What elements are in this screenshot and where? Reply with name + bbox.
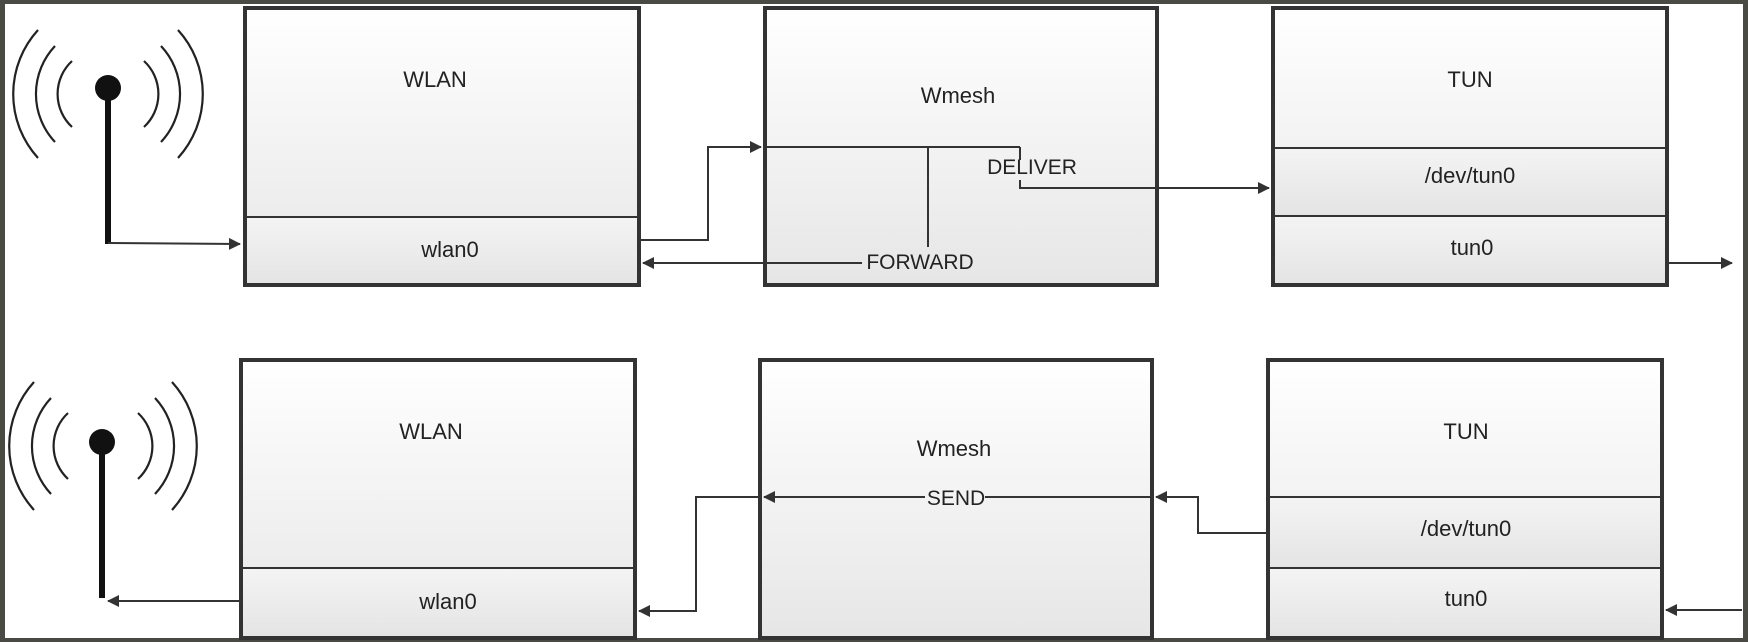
tun0-cell (1268, 568, 1662, 638)
wlan-box: WLAN wlan0 (239, 358, 637, 640)
wlan-box: WLAN wlan0 (243, 6, 641, 287)
antenna-to-wlan0-arrow (107, 237, 241, 250)
dev-tun0-label: /dev/tun0 (1421, 516, 1512, 541)
wmesh-title: Wmesh (921, 83, 996, 108)
wlan0-label: wlan0 (420, 237, 478, 262)
wmesh-title: Wmesh (917, 436, 992, 461)
tun-box: TUN /dev/tun0 tun0 (1271, 6, 1669, 287)
tun-to-wmesh-arrow (1155, 491, 1268, 534)
send-label: SEND (927, 487, 985, 510)
dev-tun0-label: /dev/tun0 (1425, 163, 1516, 188)
dev-tun0-cell (1273, 148, 1667, 216)
tun-title: TUN (1443, 419, 1488, 444)
forward-label: FORWARD (866, 251, 973, 274)
wmesh-to-wlan0-arrow (638, 496, 760, 617)
wlan0-cell (245, 217, 639, 285)
wlan0-cell (241, 568, 635, 638)
tun0-label: tun0 (1451, 235, 1494, 260)
tun-title: TUN (1447, 67, 1492, 92)
tun-box: TUN /dev/tun0 tun0 (1266, 358, 1664, 640)
wlan0-to-wmesh-arrow (639, 141, 762, 241)
dev-tun0-cell (1268, 497, 1662, 568)
wlan-title: WLAN (403, 67, 467, 92)
antenna-icon (12, 29, 204, 244)
tun0-label: tun0 (1445, 586, 1488, 611)
deliver-label: DELIVER (987, 156, 1077, 179)
tun0-cell (1273, 216, 1667, 285)
wmesh-box: Wmesh (758, 358, 1154, 640)
deliver-to-tun-arrow (1019, 180, 1270, 194)
wlan0-label: wlan0 (418, 589, 476, 614)
wlan-title: WLAN (399, 419, 463, 444)
antenna-icon (8, 381, 198, 598)
